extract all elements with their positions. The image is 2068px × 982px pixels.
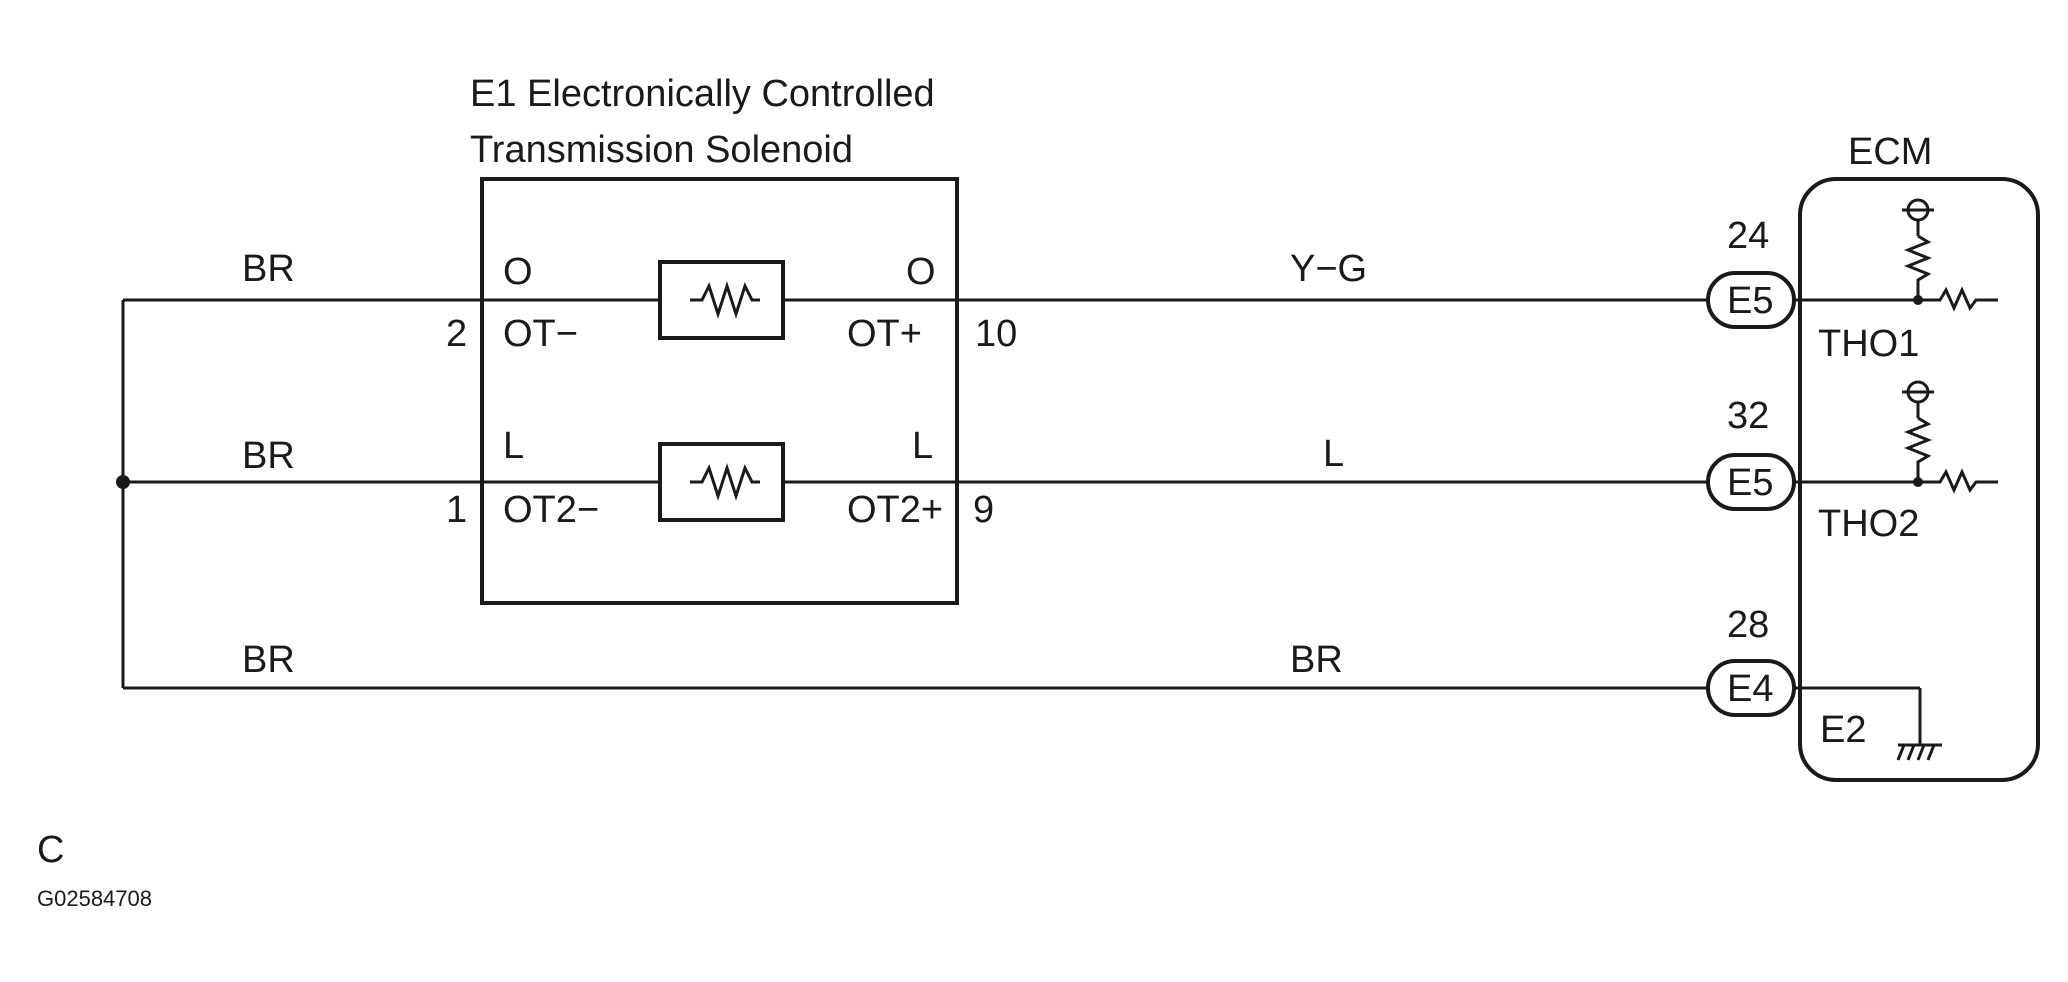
solenoid-title-line1: E1 Electronically Controlled [470, 73, 935, 115]
pin-24: 24 [1727, 215, 1769, 257]
figure-letter: C [37, 829, 64, 871]
wire-label-br-bottom-left: BR [242, 639, 295, 681]
solenoid-coil-2 [482, 442, 957, 522]
ecm-e2-ground [1794, 686, 1942, 761]
pin-9: 9 [973, 489, 994, 531]
solenoid-title-line2: Transmission Solenoid [470, 129, 853, 171]
ecm-title: ECM [1848, 131, 1932, 173]
wire-label-br-mid: BR [242, 435, 295, 477]
pin-32: 32 [1727, 395, 1769, 437]
solenoid-box [480, 177, 959, 605]
ecm-tho2-circuit [1794, 380, 1998, 494]
connector-e5-label-2: E5 [1727, 462, 1773, 504]
terminal-ot-plus: OT+ [847, 313, 922, 355]
ecm-box [1798, 177, 2040, 782]
wire-label-l: L [1323, 433, 1344, 475]
figure-code: G02584708 [37, 886, 152, 911]
connector-e5-label-1: E5 [1727, 280, 1773, 322]
signal-tho1: THO1 [1818, 323, 1919, 365]
ecm-tho1-circuit [1794, 198, 1998, 312]
mid-right-color: L [912, 425, 933, 467]
pin-2: 2 [446, 313, 467, 355]
signal-e2: E2 [1820, 709, 1866, 751]
solenoid-coil-1 [482, 260, 957, 340]
terminal-ot-minus: OT− [503, 313, 578, 355]
pin-28: 28 [1727, 604, 1769, 646]
wire-label-br-top: BR [242, 248, 295, 290]
pin-1: 1 [446, 489, 467, 531]
top-right-color: O [906, 251, 936, 293]
mid-left-color: L [503, 425, 524, 467]
signal-tho2: THO2 [1818, 503, 1919, 545]
connector-e4-label: E4 [1727, 668, 1773, 710]
wire-label-br-bottom-right: BR [1290, 639, 1343, 681]
top-left-color: O [503, 251, 533, 293]
wire-label-yg: Y−G [1290, 248, 1367, 290]
pin-10: 10 [975, 313, 1017, 355]
terminal-ot2-minus: OT2− [503, 489, 599, 531]
terminal-ot2-plus: OT2+ [847, 489, 943, 531]
